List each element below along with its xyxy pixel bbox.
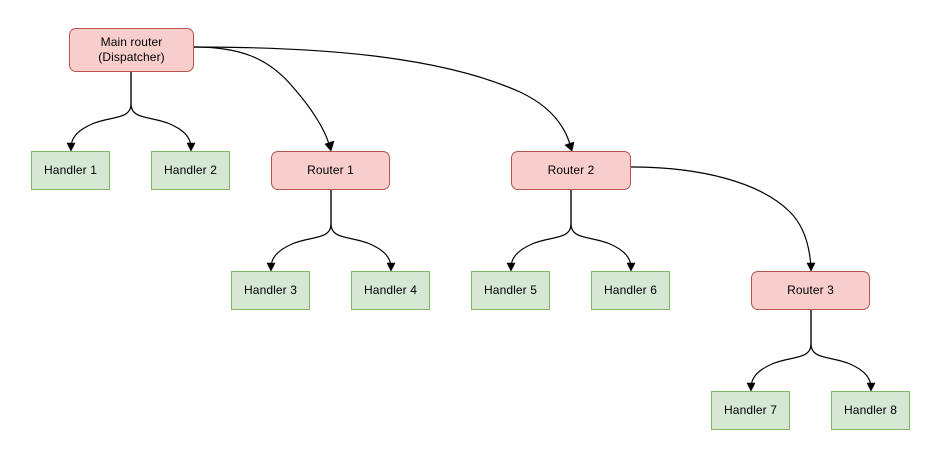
node-handler-3[interactable]: Handler 3: [231, 271, 310, 310]
node-main-router[interactable]: Main router (Dispatcher): [69, 28, 194, 72]
edge-router1-handler4-arrowhead-icon: [386, 262, 396, 272]
node-handler-8-label: Handler 8: [844, 403, 897, 417]
node-handler-7-label: Handler 7: [724, 403, 777, 417]
edge-main-handler2-arrowhead-icon: [186, 142, 196, 152]
edge-main-router1: [193, 46, 335, 152]
node-router-1[interactable]: Router 1: [271, 151, 390, 190]
edge-router2-router3: [630, 166, 816, 272]
node-handler-1[interactable]: Handler 1: [31, 151, 110, 190]
node-handler-6[interactable]: Handler 6: [591, 271, 670, 310]
node-handler-5[interactable]: Handler 5: [471, 271, 550, 310]
node-handler-1-label: Handler 1: [44, 163, 97, 177]
edge-router2-handler5-line: [510, 189, 572, 269]
edge-main-router2-arrowhead-icon: [564, 141, 575, 152]
node-handler-4[interactable]: Handler 4: [351, 271, 430, 310]
node-handler-6-label: Handler 6: [604, 283, 657, 297]
edge-router2-handler6-line: [570, 189, 632, 269]
node-handler-7[interactable]: Handler 7: [711, 391, 790, 430]
edge-router1-handler3-arrowhead-icon: [266, 262, 276, 272]
edge-router2-handler6: [570, 189, 636, 272]
node-router-2[interactable]: Router 2: [511, 151, 631, 190]
edge-main-router1-line: [193, 46, 331, 149]
edge-router3-handler8-arrowhead-icon: [866, 382, 876, 392]
node-main-router-label: Main router (Dispatcher): [98, 35, 165, 64]
edge-router2-handler5-arrowhead-icon: [506, 262, 516, 272]
node-handler-3-label: Handler 3: [244, 283, 297, 297]
edge-main-router2: [193, 46, 575, 152]
edge-router2-handler5: [506, 189, 572, 272]
edge-router3-handler7: [746, 309, 812, 392]
edge-router3-handler8-line: [810, 309, 872, 389]
node-handler-5-label: Handler 5: [484, 283, 537, 297]
edge-main-handler1: [66, 71, 132, 152]
edge-main-handler2: [130, 71, 196, 152]
edge-main-router1-arrowhead-icon: [324, 140, 335, 152]
node-router-1-label: Router 1: [307, 163, 354, 177]
edge-router3-handler7-arrowhead-icon: [746, 382, 756, 392]
edge-main-handler1-arrowhead-icon: [66, 142, 76, 152]
edge-main-router2-line: [193, 46, 572, 149]
node-handler-2[interactable]: Handler 2: [151, 151, 230, 190]
edge-router1-handler4: [330, 189, 396, 272]
edge-router1-handler3: [266, 189, 332, 272]
node-handler-8[interactable]: Handler 8: [831, 391, 910, 430]
edge-router2-router3-arrowhead-icon: [806, 262, 816, 272]
node-router-3[interactable]: Router 3: [751, 271, 870, 310]
edge-router1-handler4-line: [330, 189, 392, 269]
edge-router2-router3-line: [630, 166, 812, 269]
edge-router3-handler8: [810, 309, 876, 392]
node-handler-2-label: Handler 2: [164, 163, 217, 177]
edge-main-handler1-line: [70, 71, 132, 149]
node-router-3-label: Router 3: [787, 283, 834, 297]
edge-router2-handler6-arrowhead-icon: [626, 262, 636, 272]
node-handler-4-label: Handler 4: [364, 283, 417, 297]
edge-main-handler2-line: [130, 71, 192, 149]
edge-router1-handler3-line: [270, 189, 332, 269]
node-router-2-label: Router 2: [547, 163, 595, 177]
edge-router3-handler7-line: [750, 309, 812, 389]
